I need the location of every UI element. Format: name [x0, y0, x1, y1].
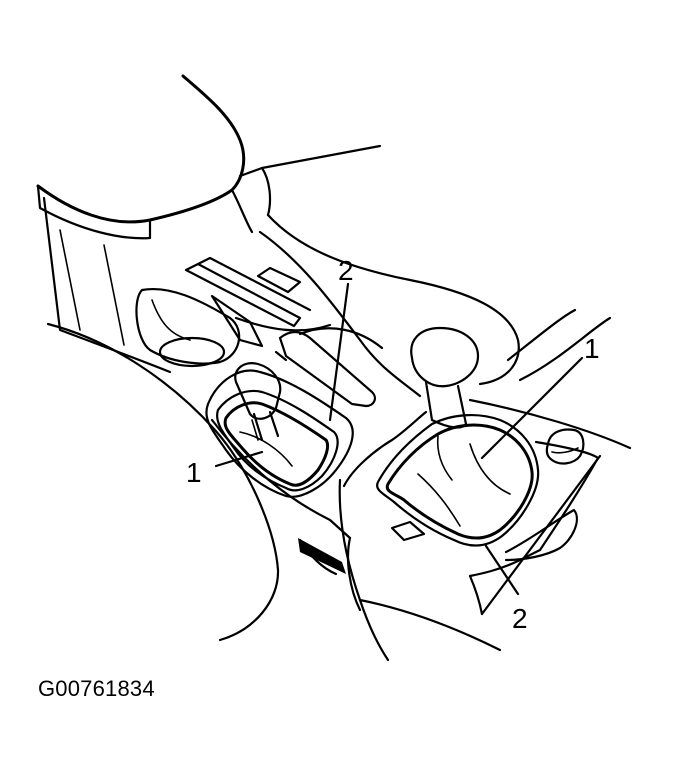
console-left-side: [42, 196, 280, 642]
left-shifter-assembly: [205, 362, 354, 498]
leader-right-boot: [480, 356, 584, 460]
leader-left-bezel: [328, 282, 350, 422]
callout-right-boot: 1: [584, 333, 600, 364]
armrest-lid: [36, 74, 382, 240]
console-right-top: [258, 213, 632, 450]
leader-left-boot: [214, 450, 264, 468]
center-divider: [210, 410, 428, 612]
console-right-lower: [338, 440, 602, 662]
leader-lines: [214, 282, 584, 596]
parking-brake: [184, 256, 376, 408]
figure-id-label: G00761834: [38, 676, 155, 701]
mirror-switch-knob: [545, 428, 585, 465]
leader-right-bezel: [484, 544, 520, 596]
callout-labels: 2 1 1 2: [186, 255, 600, 634]
right-shifter-assembly: [376, 326, 540, 547]
callout-left-boot: 1: [186, 457, 202, 488]
callout-right-bezel: 2: [512, 603, 528, 634]
cup-holder-area: [135, 287, 384, 368]
callout-left-bezel: 2: [338, 255, 354, 286]
